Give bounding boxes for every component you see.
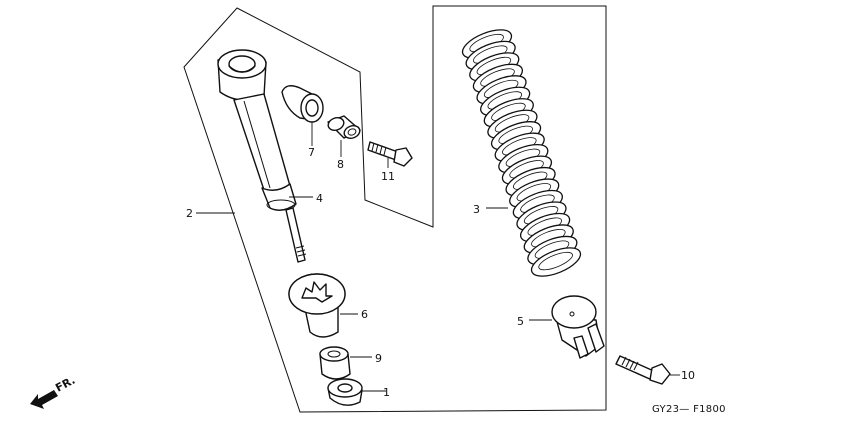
- bolt-10-part: [615, 355, 671, 385]
- callout-8: 8: [337, 158, 344, 171]
- spring-seat-part: [288, 273, 346, 338]
- spring-coil-turn: [530, 247, 582, 277]
- callout-2: 2: [186, 207, 193, 220]
- callout-10: 10: [681, 369, 695, 382]
- diagram-code: GY23— F1800: [652, 404, 726, 415]
- shock-absorber-part: [217, 49, 307, 263]
- collar-part: [327, 115, 361, 139]
- callout-7: 7: [308, 146, 315, 159]
- shock-assembly-boundary: [183, 5, 607, 413]
- leader-lines: [196, 122, 680, 392]
- spring-coil-inner: [538, 251, 573, 271]
- direction-label: FR.: [53, 374, 77, 395]
- callout-4: 4: [316, 192, 323, 205]
- callout-3: 3: [473, 203, 480, 216]
- rubber-bushing-part: [319, 346, 351, 380]
- callout-6: 6: [361, 308, 368, 321]
- callout-1: 1: [383, 386, 390, 399]
- callout-11: 11: [381, 170, 395, 183]
- bushing-part: [281, 85, 324, 123]
- bolt-11-part: [367, 141, 413, 167]
- callout-9: 9: [375, 352, 382, 365]
- front-direction-arrow-icon: FR.: [30, 374, 77, 409]
- callout-5: 5: [517, 315, 524, 328]
- nut-part: [327, 378, 363, 406]
- coil-spring-part: [461, 29, 582, 277]
- lower-spring-seat-part: [551, 295, 605, 359]
